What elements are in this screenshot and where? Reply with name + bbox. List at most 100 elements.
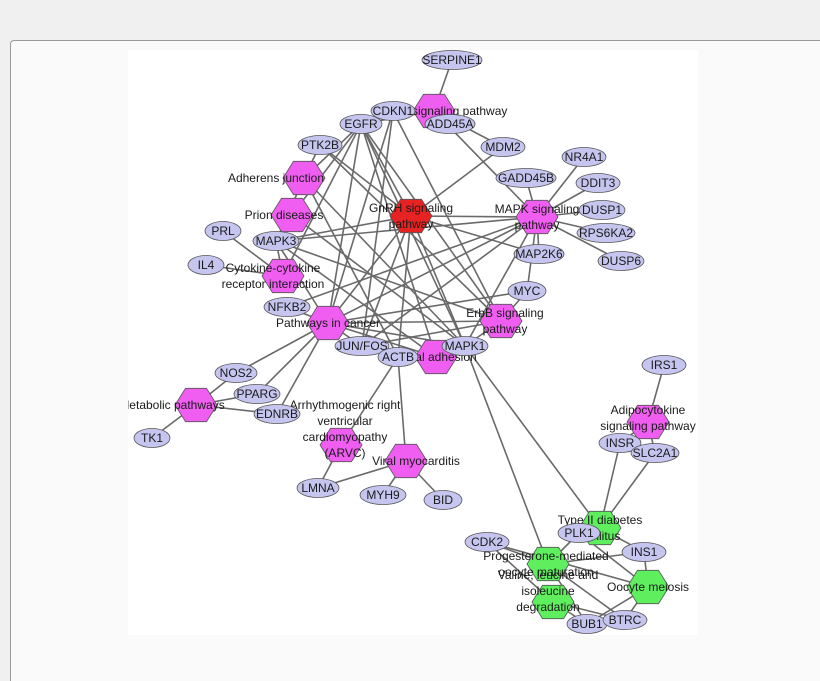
gene-ellipse xyxy=(377,347,419,367)
gene-ellipse xyxy=(233,384,281,404)
pathway-hexagon xyxy=(626,569,670,605)
pathway-label-line: p53 signaling pathway xyxy=(389,104,508,118)
gene-node-irs1: IRS1 xyxy=(641,355,687,375)
pathway-hexagon xyxy=(261,258,305,294)
gene-ellipse xyxy=(424,114,476,134)
gene-label: PLK1 xyxy=(564,526,594,540)
gene-label: LMNA xyxy=(301,481,334,495)
gene-label: INS1 xyxy=(631,545,658,559)
gene-node-gadd45b: GADD45B xyxy=(495,168,557,188)
gene-label: ACTB xyxy=(382,350,414,364)
pathway-hexagon xyxy=(626,404,670,440)
gene-node-btrc: BTRC xyxy=(602,610,648,630)
pathway-node-prion-diseases: Prion diseases xyxy=(245,197,323,233)
gene-node-mapk1: MAPK1 xyxy=(441,336,489,356)
gene-node-prl: PRL xyxy=(204,221,242,241)
gene-label: TK1 xyxy=(141,431,163,445)
gene-node-pparg: PPARG xyxy=(233,384,281,404)
pathway-label-line: oocyte maturation xyxy=(498,565,593,579)
gene-label: MYC xyxy=(514,284,541,298)
gene-node-rps6ka2: RPS6KA2 xyxy=(576,223,636,243)
gene-ellipse xyxy=(621,542,667,562)
pathway-hexagon xyxy=(282,160,326,196)
pathway-node-pathways-in-cancer: Pathways in cancer xyxy=(276,305,380,341)
gene-ellipse xyxy=(602,610,648,630)
gene-label: PPARG xyxy=(236,387,277,401)
pathway-hexagon xyxy=(389,198,433,234)
pathway-node-oocyte-meiosis: Oocyte meiosis xyxy=(607,569,689,605)
edge-mapk-sig-cancer xyxy=(327,216,538,324)
pathway-hexagon xyxy=(531,584,575,620)
gene-label: IL4 xyxy=(198,258,215,272)
gene-ellipse xyxy=(578,200,626,220)
edge-gnrh-mapk3 xyxy=(275,215,412,242)
edge-cancer-erbb xyxy=(327,320,502,324)
edge-cancer-myc xyxy=(327,290,528,324)
gene-node-slc2a1: SLC2A1 xyxy=(630,443,680,463)
gene-label: EGFR xyxy=(344,117,378,131)
pathway-label-line: degradation xyxy=(516,600,579,614)
pathway-node-adherens-junction: Adherens junction xyxy=(228,160,326,196)
edge-cytokine-egfr xyxy=(282,123,362,277)
gene-ellipse xyxy=(557,523,601,543)
pathway-label-line: signaling pathway xyxy=(600,419,695,433)
edge-ptk2b-gnrh xyxy=(319,144,412,217)
gene-node-myh9: MYH9 xyxy=(359,485,407,505)
gene-ellipse xyxy=(597,251,645,271)
gene-label: BID xyxy=(433,493,453,507)
pathway-label-line: isoleucine xyxy=(521,584,575,598)
edge-egfr-cancer xyxy=(327,123,362,324)
gene-label: INSR xyxy=(606,436,635,450)
gene-label: NR4A1 xyxy=(565,150,604,164)
pathway-node-metabolic-pathways: Metabolic pathways xyxy=(128,387,225,423)
gene-ellipse xyxy=(263,297,311,317)
gene-node-serpine1: SERPINE1 xyxy=(421,50,483,70)
gene-ellipse xyxy=(561,147,607,167)
gene-label: NFKB2 xyxy=(268,300,307,314)
gene-ellipse xyxy=(480,137,526,157)
gene-node-tk1: TK1 xyxy=(133,428,171,448)
edge-viral-actb xyxy=(397,356,407,462)
gene-ellipse xyxy=(339,114,383,134)
gene-label: DDIT3 xyxy=(581,176,616,190)
gene-label: MDM2 xyxy=(485,140,521,154)
edge-prion-mapk1 xyxy=(291,214,466,347)
gene-label: SERPINE1 xyxy=(422,53,482,67)
gene-label: MYH9 xyxy=(366,488,400,502)
gene-ellipse xyxy=(630,443,680,463)
gene-ellipse xyxy=(464,532,510,552)
pathway-label-line: Adherens junction xyxy=(228,171,324,185)
gene-label: MAPK1 xyxy=(445,339,486,353)
gene-ellipse xyxy=(187,255,225,275)
edge-focal-mapk3 xyxy=(275,240,437,358)
pathway-hexagon xyxy=(270,197,314,233)
gene-node-nos2: NOS2 xyxy=(214,363,258,383)
pathway-label-line: Arrhythmogenic right xyxy=(290,398,401,412)
gene-node-nfkb2: NFKB2 xyxy=(263,297,311,317)
gene-ellipse xyxy=(576,223,636,243)
gene-node-mdm2: MDM2 xyxy=(480,137,526,157)
gene-ellipse xyxy=(334,336,390,356)
gene-label: PRL xyxy=(211,224,235,238)
gene-label: MAPK3 xyxy=(256,234,297,248)
gene-node-il4: IL4 xyxy=(187,255,225,275)
pathway-hexagon xyxy=(174,387,218,423)
gene-ellipse xyxy=(297,135,343,155)
gene-label: EDNRB xyxy=(256,407,298,421)
pathway-label-line: Metabolic pathways xyxy=(128,398,225,412)
pathway-label-line: MAPK signaling xyxy=(495,202,580,216)
gene-label: PTK2B xyxy=(301,138,339,152)
edge-gnrh-map2k6 xyxy=(410,215,540,255)
gene-node-lmna: LMNA xyxy=(296,478,340,498)
edge-gnrh-mdm2 xyxy=(410,146,504,217)
pathway-label-line: cardiomyopathy xyxy=(303,430,388,444)
